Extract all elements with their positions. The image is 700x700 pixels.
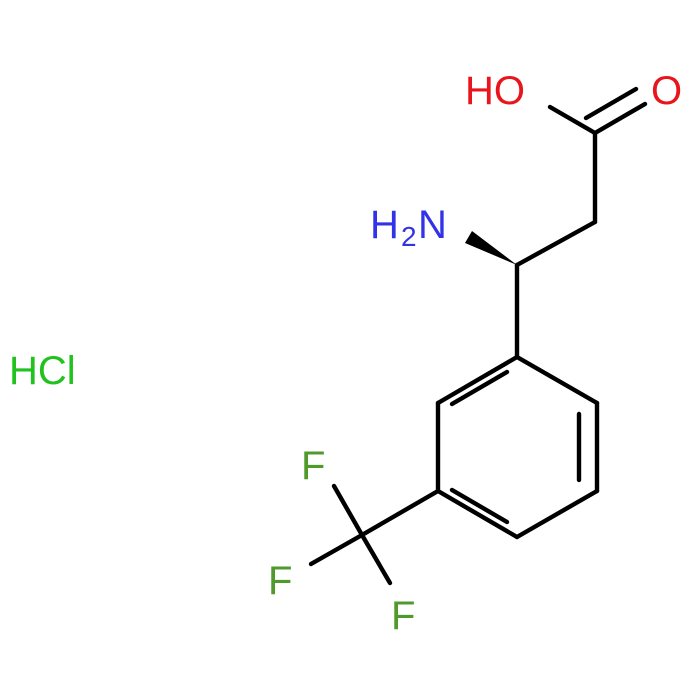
carbonyl-bond-a xyxy=(592,101,648,136)
chiral-to-ch2-bond xyxy=(514,219,598,268)
fluorine-top-label: F xyxy=(301,444,325,488)
ring-bond-1 xyxy=(514,354,600,406)
stereo-wedge-bond xyxy=(465,231,517,265)
hydroxyl-label: HO xyxy=(465,69,525,113)
ring-inner-bond-2 xyxy=(449,487,510,525)
amine-h-label: H xyxy=(370,203,399,247)
amine-subscript-label: 2 xyxy=(401,221,417,252)
cf-bond-left xyxy=(308,532,365,567)
fluorine-bottom-label: F xyxy=(391,594,415,638)
hcl-salt-label: HCl xyxy=(9,349,76,393)
carboxyl-oh-bond xyxy=(547,104,598,136)
carbonyl-bond-b xyxy=(583,86,639,121)
ring-bond-6 xyxy=(435,354,520,406)
cf-bond-top xyxy=(331,483,365,538)
ring-bond-4 xyxy=(435,488,520,540)
amine-n-label: N xyxy=(418,203,447,247)
ring-inner-bond-3 xyxy=(449,369,510,407)
cf-bond-bottom xyxy=(359,532,393,586)
ring-bond-3 xyxy=(514,488,600,540)
carbonyl-oxygen-label: O xyxy=(651,69,682,113)
fluorine-left-label: F xyxy=(268,559,292,603)
ring-to-cf3-bond xyxy=(359,488,441,538)
